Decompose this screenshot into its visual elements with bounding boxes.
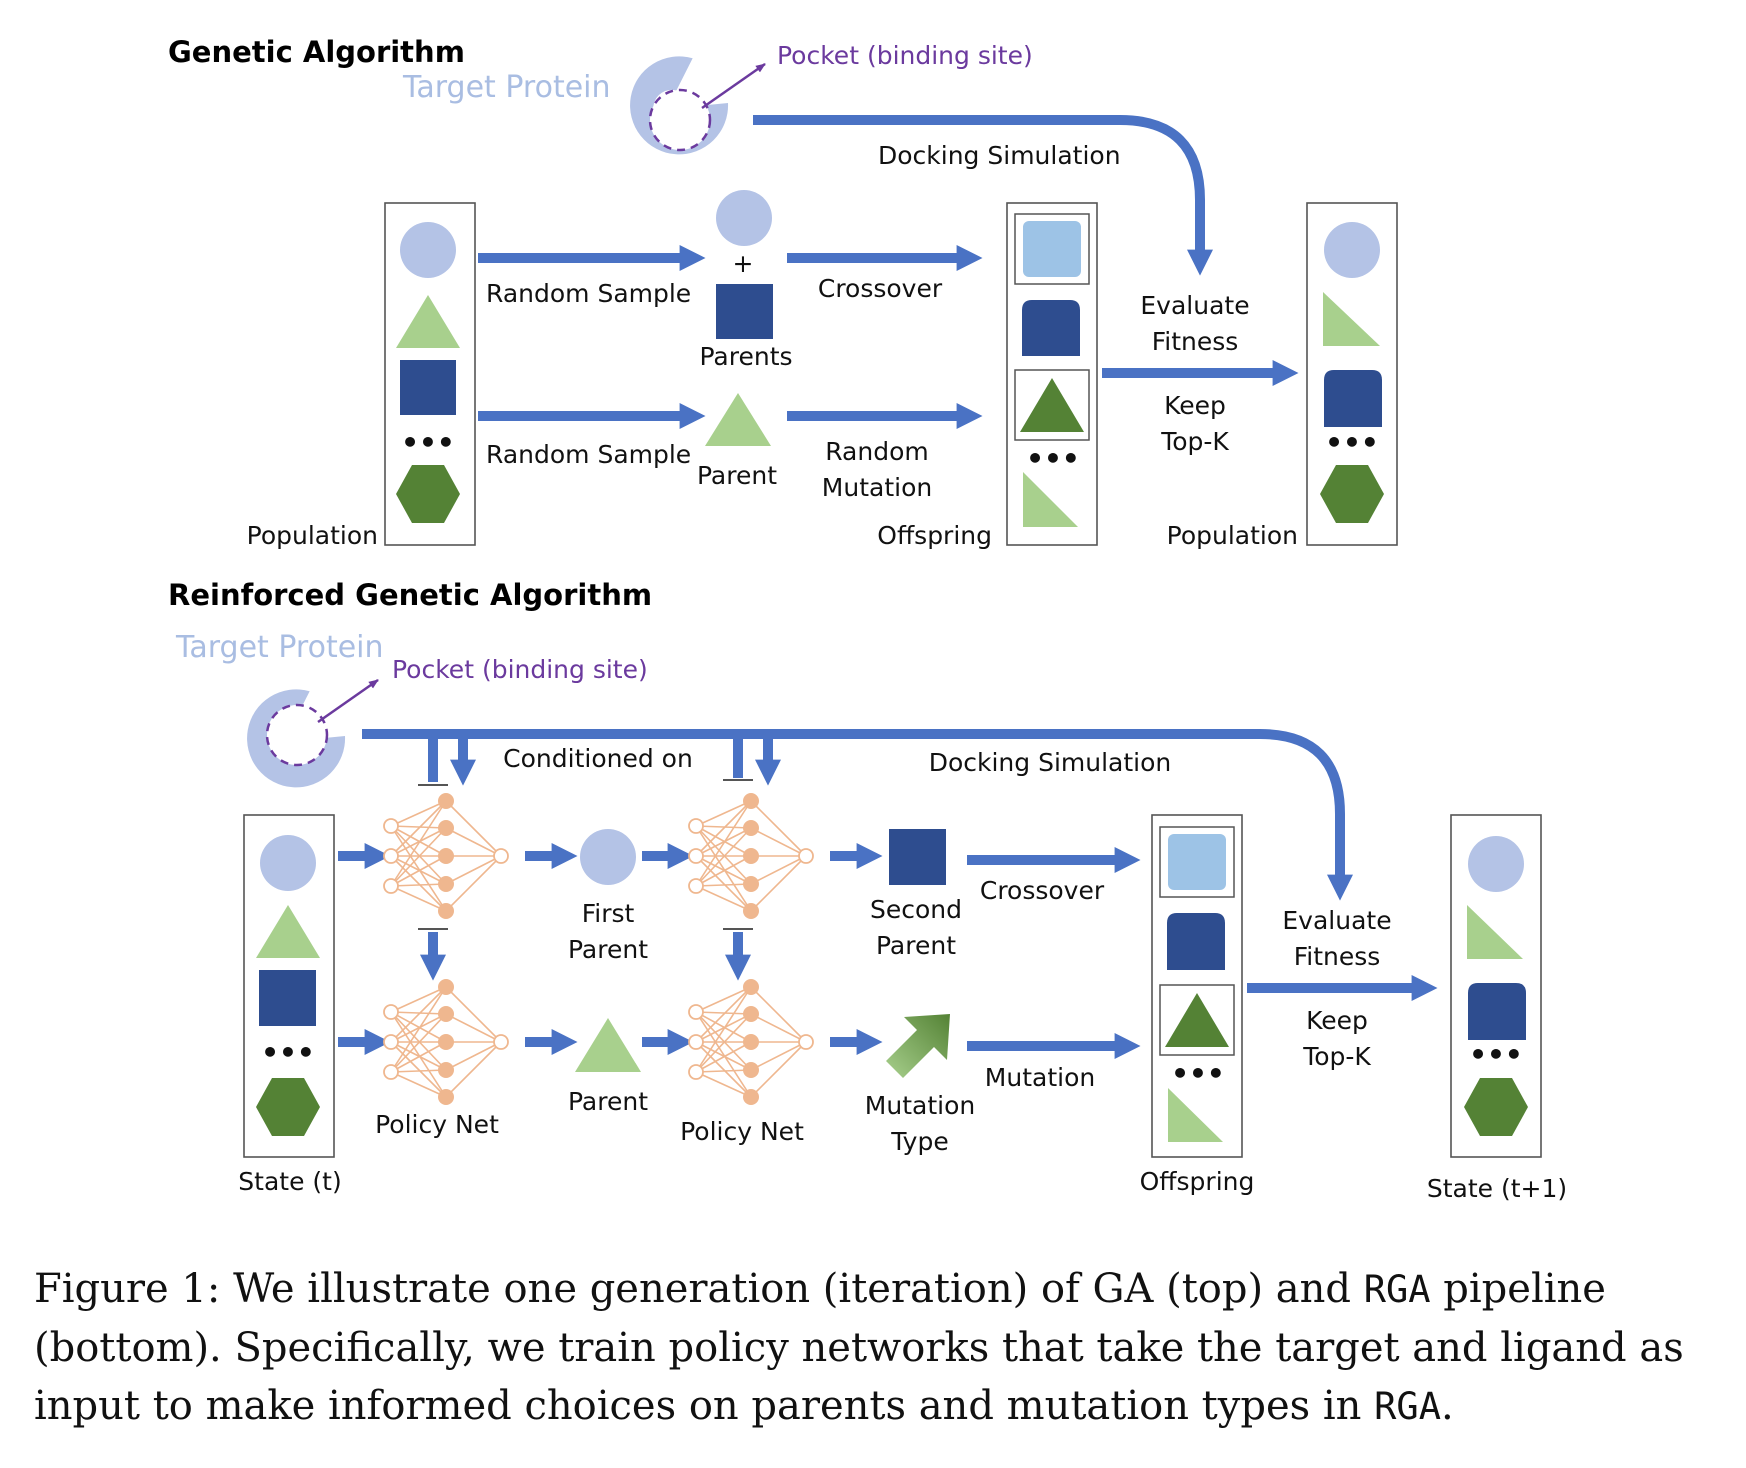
rga-title: Reinforced Genetic Algorithm — [168, 578, 652, 612]
rga-evaluate-label-1: Evaluate — [1282, 906, 1391, 935]
rga-keep-label-1: Keep — [1306, 1006, 1368, 1035]
rga-state1-ellipsis: ••• — [1469, 1038, 1523, 1071]
ga-pop-triangle-icon — [396, 295, 460, 348]
rga-state1-right-triangle-icon — [1467, 905, 1523, 959]
rga-state-t-label: State (t) — [238, 1167, 341, 1196]
rga-state-hexagon-icon — [256, 1078, 320, 1136]
ga-popout-rounded-square-icon — [1324, 370, 1382, 427]
rga-mutation-type-arrow-icon — [886, 1014, 950, 1078]
rga-first-parent-label-2: Parent — [568, 935, 648, 964]
ga-offspring-label: Offspring — [877, 521, 992, 550]
rga-target-protein-icon — [247, 689, 346, 788]
caption-part-3: . — [1440, 1383, 1454, 1429]
rga-mutation-type-label-2: Type — [890, 1127, 948, 1156]
rga-crossover-label: Crossover — [980, 876, 1105, 905]
ga-popout-right-triangle-icon — [1323, 292, 1380, 346]
rga-parent-label: Parent — [568, 1087, 648, 1116]
rga-policy-net-second-parent-icon — [688, 792, 814, 920]
rga-state-ellipsis: ••• — [261, 1036, 315, 1069]
ga-offspring-pale-square-icon — [1023, 221, 1081, 277]
ga-random-mutation-label-2: Mutation — [822, 473, 932, 502]
ga-target-protein-label: Target Protein — [402, 70, 611, 105]
ga-pop-ellipsis: ••• — [401, 426, 455, 459]
rga-policy-net-parent-icon — [383, 978, 509, 1106]
rga-state-circle-icon — [260, 835, 316, 891]
ga-evaluate-label-2: Fitness — [1152, 327, 1239, 356]
rga-first-parent-circle-icon — [580, 829, 636, 885]
ga-parents-label: Parents — [699, 342, 792, 371]
ga-offspring-triangle-icon — [1020, 378, 1084, 432]
ga-random-sample-label-1: Random Sample — [486, 279, 691, 308]
rga-policy-net-mutation-icon — [688, 978, 814, 1106]
ga-popout-hexagon-icon — [1320, 465, 1384, 523]
ga-random-mutation-label-1: Random — [825, 437, 929, 466]
caption-code-1: RGA — [1363, 1268, 1431, 1311]
ga-parent-label: Parent — [697, 461, 777, 490]
rga-state-t1-label: State (t+1) — [1427, 1174, 1567, 1203]
rga-second-parent-label-1: Second — [870, 895, 962, 924]
ga-crossover-label: Crossover — [818, 274, 943, 303]
ga-offspring-right-triangle-icon — [1023, 472, 1078, 527]
rga-offspring-label: Offspring — [1140, 1167, 1255, 1196]
ga-pop-circle-icon — [400, 222, 456, 278]
figure-caption: Figure 1: We illustrate one generation (… — [34, 1260, 1724, 1436]
rga-conditioned-on-label: Conditioned on — [503, 744, 693, 773]
rga-target-protein-label: Target Protein — [175, 630, 384, 665]
rga-second-parent-label-2: Parent — [876, 931, 956, 960]
rga-offspring-rounded-square-icon — [1167, 913, 1225, 970]
ga-plus-sign: + — [733, 249, 754, 278]
ga-parent-square-icon — [716, 284, 773, 339]
caption-code-2: RGA — [1374, 1385, 1441, 1428]
rga-second-parent-square-icon — [889, 829, 946, 885]
rga-policy-net-label-1: Policy Net — [375, 1110, 499, 1139]
rga-mutation-label: Mutation — [985, 1063, 1095, 1092]
ga-title: Genetic Algorithm — [168, 35, 465, 69]
rga-policy-net-first-parent-icon — [383, 792, 509, 920]
ga-docking-arrow — [753, 115, 1213, 276]
ga-pop-square-icon — [400, 360, 456, 415]
ga-keep-label-2: Top-K — [1160, 427, 1229, 456]
ga-parent-triangle-icon — [705, 393, 771, 446]
ga-population-out-label: Population — [1167, 521, 1298, 550]
rga-state1-rounded-square-icon — [1468, 983, 1526, 1040]
rga-state1-hexagon-icon — [1464, 1078, 1528, 1136]
rga-mutation-type-label-1: Mutation — [865, 1091, 975, 1120]
ga-pocket-pointer — [701, 62, 766, 110]
ga-pocket-label: Pocket (binding site) — [777, 41, 1033, 70]
rga-pocket-label: Pocket (binding site) — [392, 655, 648, 684]
ga-target-protein-icon — [630, 56, 729, 155]
rga-keep-label-2: Top-K — [1302, 1042, 1371, 1071]
rga-offspring-triangle-icon — [1165, 993, 1229, 1047]
rga-policy-net-label-2: Policy Net — [680, 1117, 804, 1146]
rga-offspring-pale-square-icon — [1168, 834, 1226, 890]
ga-random-sample-label-2: Random Sample — [486, 440, 691, 469]
rga-state-triangle-icon — [256, 905, 320, 958]
rga-state-square-icon — [259, 970, 316, 1026]
rga-docking-arrow — [362, 729, 1353, 901]
ga-parent-circle-icon — [716, 190, 772, 246]
caption-part-1: Figure 1: We illustrate one generation (… — [34, 1266, 1364, 1312]
ga-keep-label-1: Keep — [1164, 391, 1226, 420]
caption-part-2: pipeline (bottom). Specifically, we trai… — [34, 1266, 1684, 1429]
rga-pocket-pointer — [317, 678, 379, 724]
ga-popout-circle-icon — [1324, 222, 1380, 278]
rga-evaluate-label-2: Fitness — [1294, 942, 1381, 971]
ga-evaluate-label-1: Evaluate — [1140, 291, 1249, 320]
rga-docking-label: Docking Simulation — [929, 748, 1172, 777]
ga-popout-ellipsis: ••• — [1325, 426, 1379, 459]
ga-offspring-ellipsis: ••• — [1026, 442, 1080, 475]
ga-offspring-rounded-square-icon — [1022, 300, 1080, 356]
rga-offspring-ellipsis: ••• — [1171, 1057, 1225, 1090]
rga-state1-circle-icon — [1468, 836, 1524, 892]
rga-offspring-right-triangle-icon — [1168, 1088, 1223, 1142]
ga-population-in-label: Population — [247, 521, 378, 550]
ga-pop-hexagon-icon — [396, 465, 460, 523]
rga-parent-triangle-icon — [575, 1018, 641, 1072]
pipeline-figure: Genetic Algorithm Target Protein Pocket … — [168, 35, 1567, 1203]
rga-first-parent-label-1: First — [582, 899, 635, 928]
ga-docking-label: Docking Simulation — [878, 141, 1121, 170]
